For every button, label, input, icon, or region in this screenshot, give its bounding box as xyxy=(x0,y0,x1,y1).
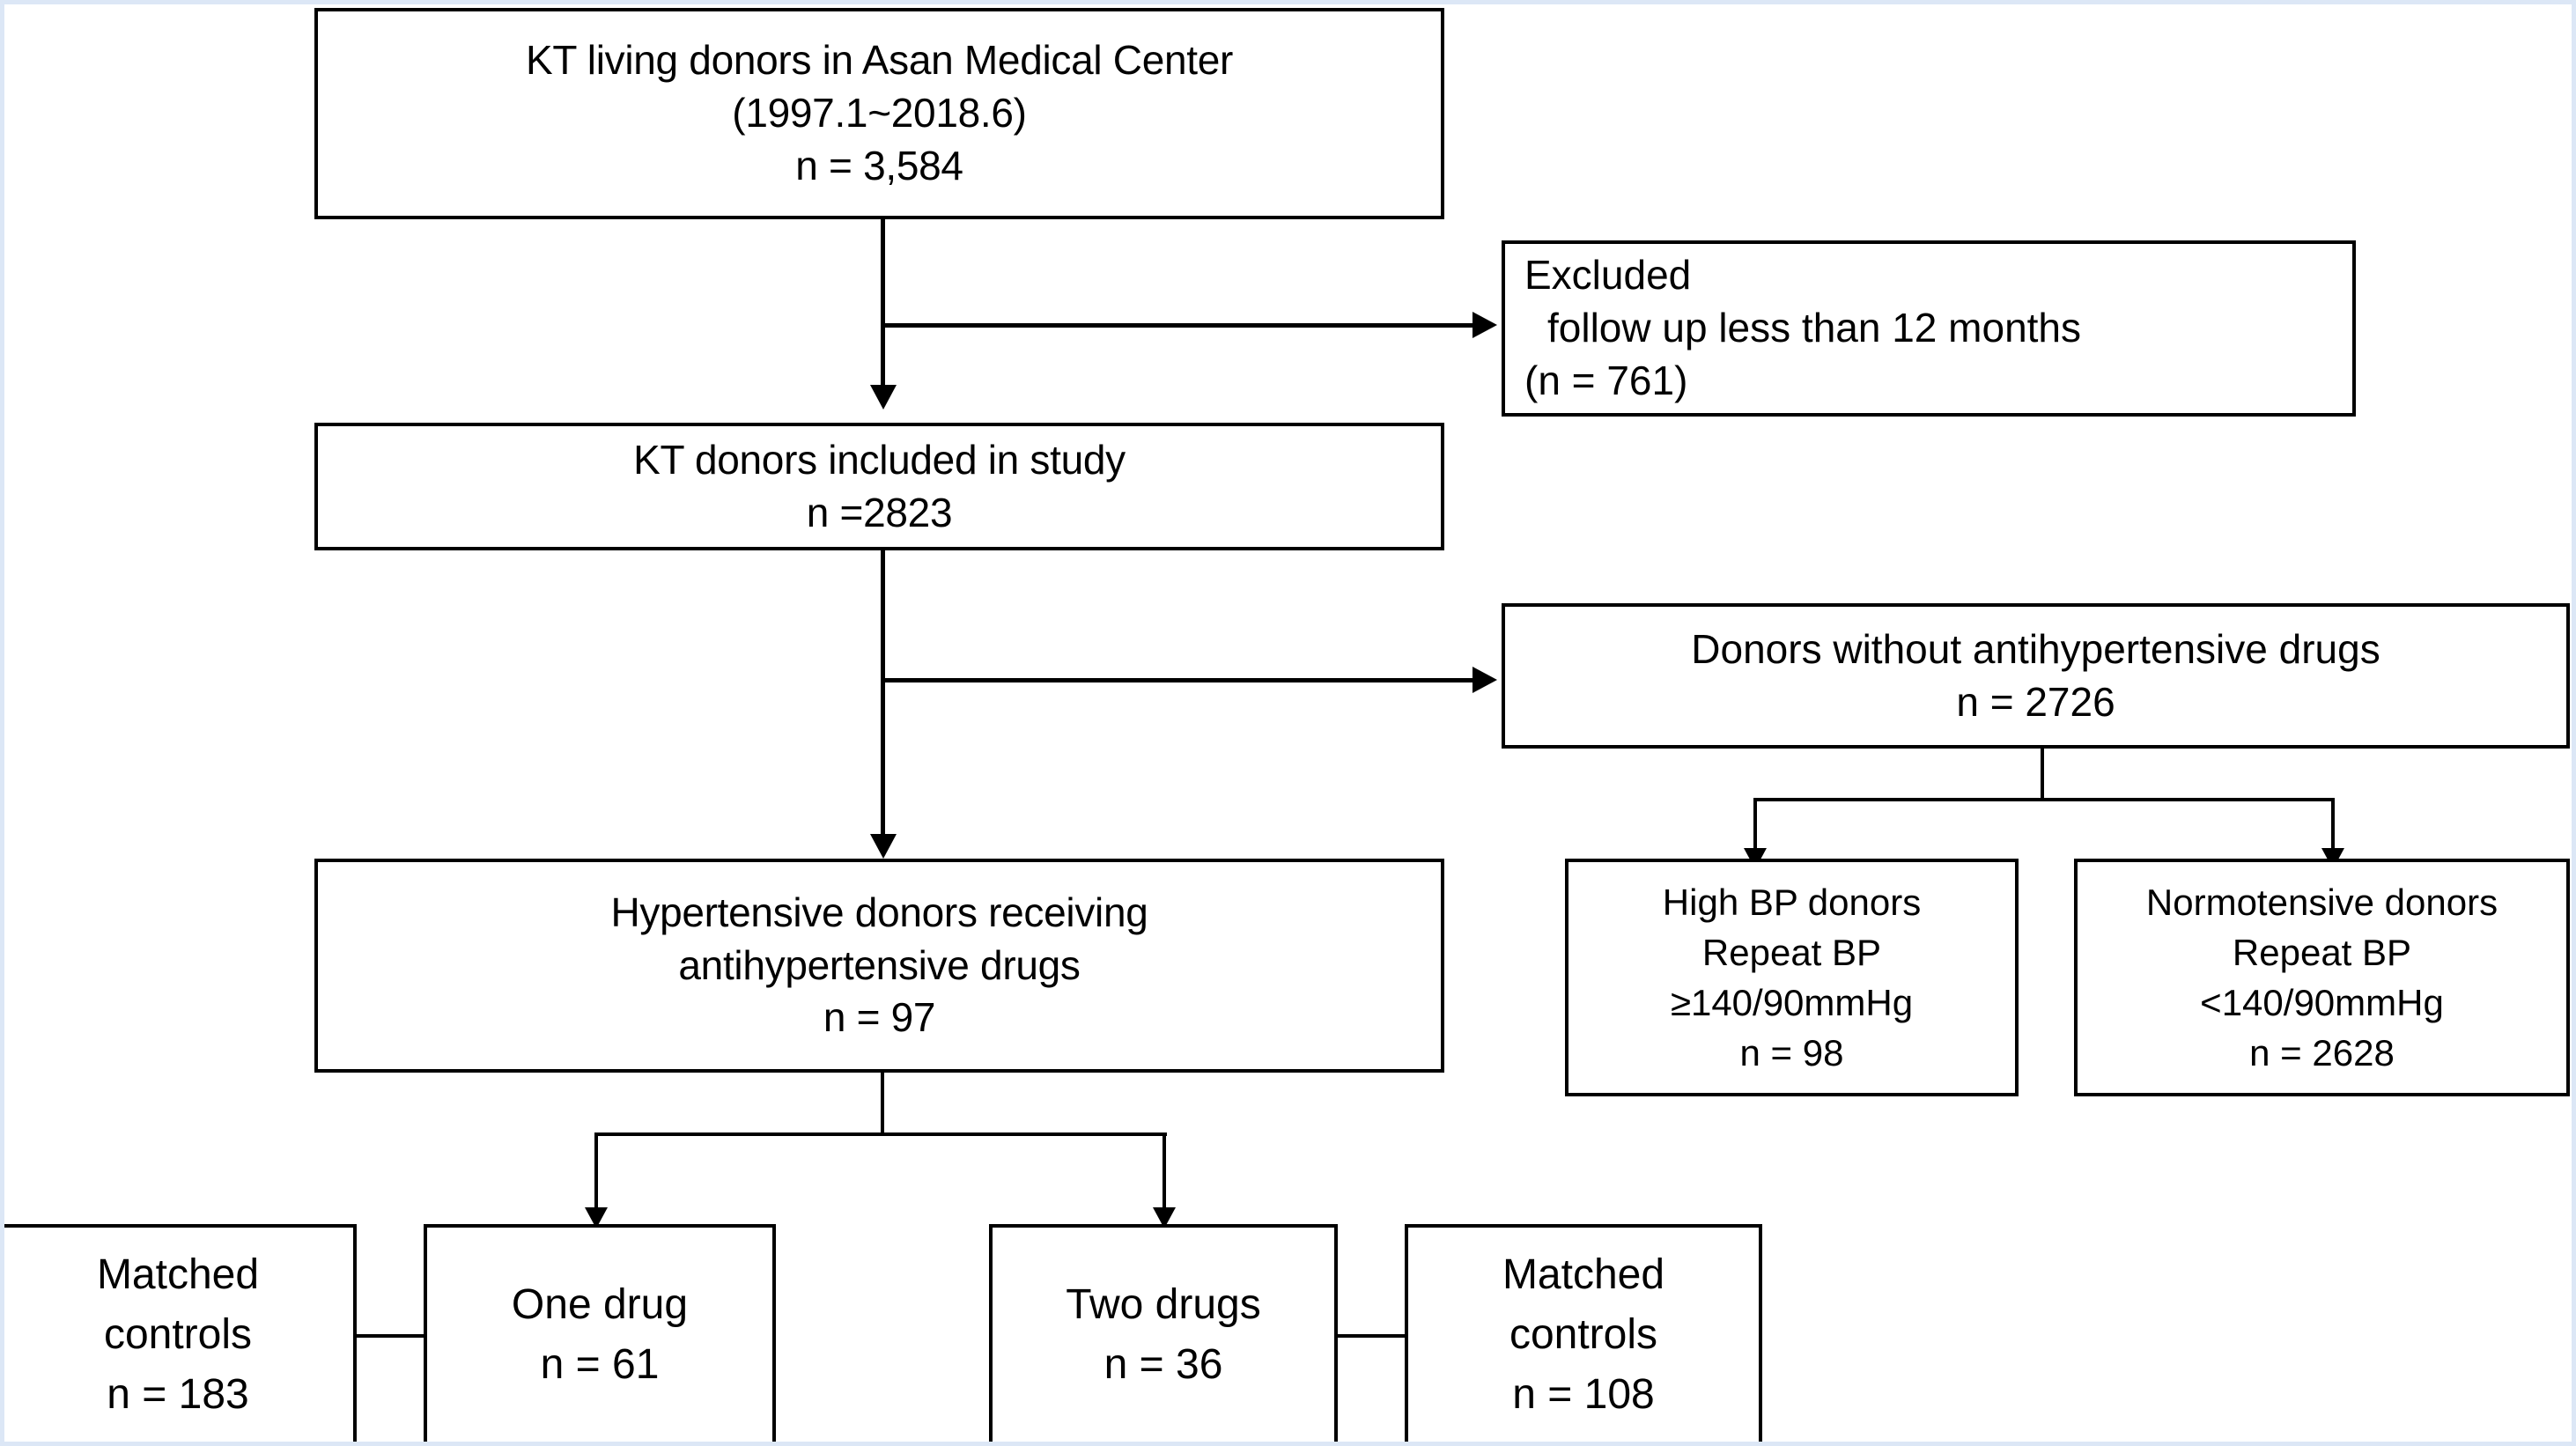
connector-trunk-to-no-drugs xyxy=(881,678,1473,682)
node-two-drugs-line1: Two drugs xyxy=(1066,1280,1261,1328)
connector-controls183-to-one-drug xyxy=(355,1334,425,1338)
connector-hypertensive-split xyxy=(594,1132,1167,1136)
connector-two-drugs-to-controls108 xyxy=(1336,1334,1406,1338)
node-high-bp-line3: ≥140/90mmHg xyxy=(1670,982,1914,1023)
node-hypertensive-line3: n = 97 xyxy=(823,994,936,1041)
node-no-drugs-line2: n = 2726 xyxy=(1956,678,2115,725)
node-source-cohort: KT living donors in Asan Medical Center … xyxy=(314,8,1444,219)
node-excluded-line3: (n = 761) xyxy=(1524,357,1688,403)
node-normotensive-line3: <140/90mmHg xyxy=(2200,982,2444,1023)
connector-source-to-included xyxy=(881,216,885,392)
connector-to-normotensive xyxy=(2331,798,2335,852)
node-normotensive: Normotensive donors Repeat BP <140/90mmH… xyxy=(2074,859,2570,1096)
node-hypertensive-line2: antihypertensive drugs xyxy=(678,941,1081,988)
arrowhead-into-included xyxy=(870,385,897,409)
node-matched-controls-one-drug-line3: n = 183 xyxy=(107,1371,249,1419)
node-no-drugs: Donors without antihypertensive drugs n … xyxy=(1502,603,2570,749)
node-matched-controls-one-drug: Matched controls n = 183 xyxy=(4,1224,357,1442)
node-excluded-line2: follow up less than 12 months xyxy=(1547,305,2082,351)
node-matched-controls-two-drugs: Matched controls n = 108 xyxy=(1405,1224,1762,1442)
node-normotensive-line2: Repeat BP xyxy=(2232,931,2412,973)
connector-trunk-to-excluded xyxy=(881,323,1473,328)
node-high-bp-line1: High BP donors xyxy=(1662,881,1922,923)
node-matched-controls-two-drugs-line2: controls xyxy=(1509,1310,1658,1358)
node-one-drug-line2: n = 61 xyxy=(540,1341,660,1388)
connector-included-to-hypertensive xyxy=(881,550,885,841)
node-source-cohort-line2: (1997.1~2018.6) xyxy=(732,90,1027,136)
node-excluded: Excluded follow up less than 12 months (… xyxy=(1502,240,2356,417)
node-normotensive-line1: Normotensive donors xyxy=(2145,881,2498,923)
node-hypertensive-line1: Hypertensive donors receiving xyxy=(610,889,1148,935)
node-high-bp: High BP donors Repeat BP ≥140/90mmHg n =… xyxy=(1565,859,2019,1096)
node-normotensive-line4: n = 2628 xyxy=(2249,1032,2395,1074)
node-source-cohort-line3: n = 3,584 xyxy=(795,142,963,188)
connector-to-high-bp xyxy=(1753,798,1757,852)
node-excluded-line1: Excluded xyxy=(1524,252,1692,299)
node-included: KT donors included in study n =2823 xyxy=(314,423,1444,550)
node-matched-controls-one-drug-line2: controls xyxy=(103,1310,253,1358)
connector-no-drugs-split xyxy=(1753,798,2335,801)
node-matched-controls-two-drugs-line1: Matched xyxy=(1502,1250,1665,1298)
node-one-drug-line1: One drug xyxy=(511,1280,689,1328)
node-two-drugs: Two drugs n = 36 xyxy=(989,1224,1338,1442)
node-high-bp-line2: Repeat BP xyxy=(1701,931,1882,973)
arrowhead-into-no-drugs xyxy=(1473,667,1497,693)
node-included-line2: n =2823 xyxy=(806,489,953,535)
connector-hypertensive-stem xyxy=(881,1073,884,1136)
node-high-bp-line4: n = 98 xyxy=(1739,1032,1844,1074)
node-two-drugs-line2: n = 36 xyxy=(1103,1341,1223,1388)
node-source-cohort-line1: KT living donors in Asan Medical Center xyxy=(525,37,1234,84)
node-matched-controls-two-drugs-line3: n = 108 xyxy=(1512,1371,1655,1419)
arrowhead-into-excluded xyxy=(1473,312,1497,338)
node-matched-controls-one-drug-line1: Matched xyxy=(96,1250,260,1298)
connector-no-drugs-stem xyxy=(2041,749,2044,801)
arrowhead-into-hypertensive xyxy=(870,834,897,859)
connector-to-two-drugs xyxy=(1163,1132,1166,1212)
node-included-line1: KT donors included in study xyxy=(633,436,1126,483)
node-one-drug: One drug n = 61 xyxy=(424,1224,776,1442)
node-no-drugs-line1: Donors without antihypertensive drugs xyxy=(1691,625,2380,672)
connector-to-one-drug xyxy=(594,1132,598,1212)
node-hypertensive: Hypertensive donors receiving antihypert… xyxy=(314,859,1444,1073)
